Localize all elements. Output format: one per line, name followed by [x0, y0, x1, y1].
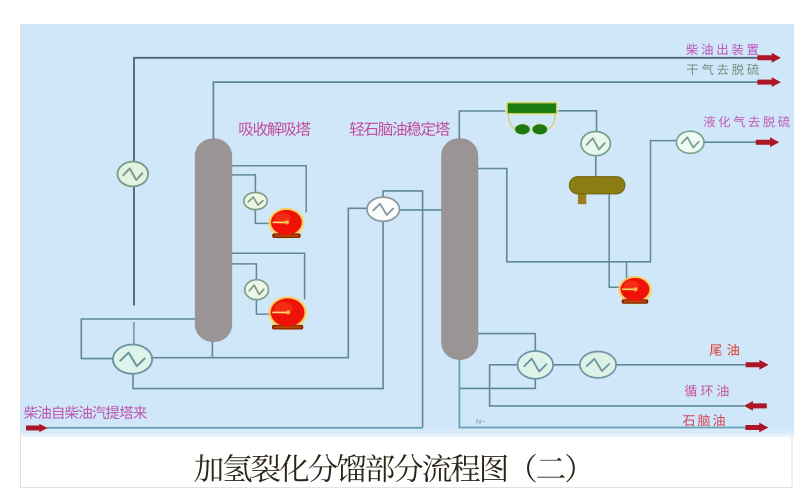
svg-text:N~: N~ — [476, 419, 485, 426]
